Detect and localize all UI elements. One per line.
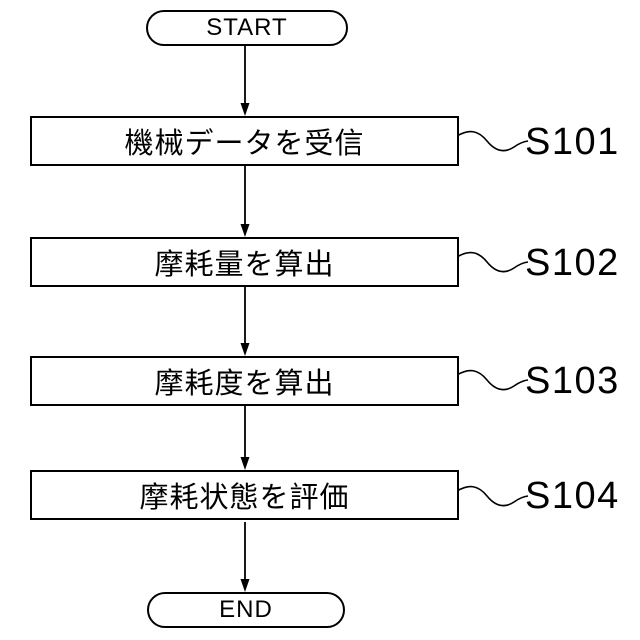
squiggle-connector-s101 [456,130,529,152]
squiggle-connector-s104 [456,485,529,507]
process-box-s104: 摩耗状態を評価 [30,470,459,520]
step-label-s102: S102 [525,242,620,284]
step-label-s104: S104 [525,475,620,517]
flow-arrow-s103-to-s104 [240,404,250,470]
step-label-s101: S101 [525,121,620,163]
flow-arrow-start-to-s101 [240,46,250,116]
flow-arrow-s102-to-s103 [240,287,250,356]
end-terminal: END [147,592,345,628]
flow-arrow-s104-to-end [240,522,250,592]
start-terminal: START [146,10,348,46]
squiggle-connector-s102 [456,251,529,273]
flow-arrow-s101-to-s102 [240,166,250,237]
process-box-s101: 機械データを受信 [30,116,459,166]
process-box-s102: 摩耗量を算出 [30,237,459,287]
squiggle-connector-s103 [456,369,529,391]
step-label-s103: S103 [525,360,620,402]
process-box-s103: 摩耗度を算出 [30,356,459,406]
